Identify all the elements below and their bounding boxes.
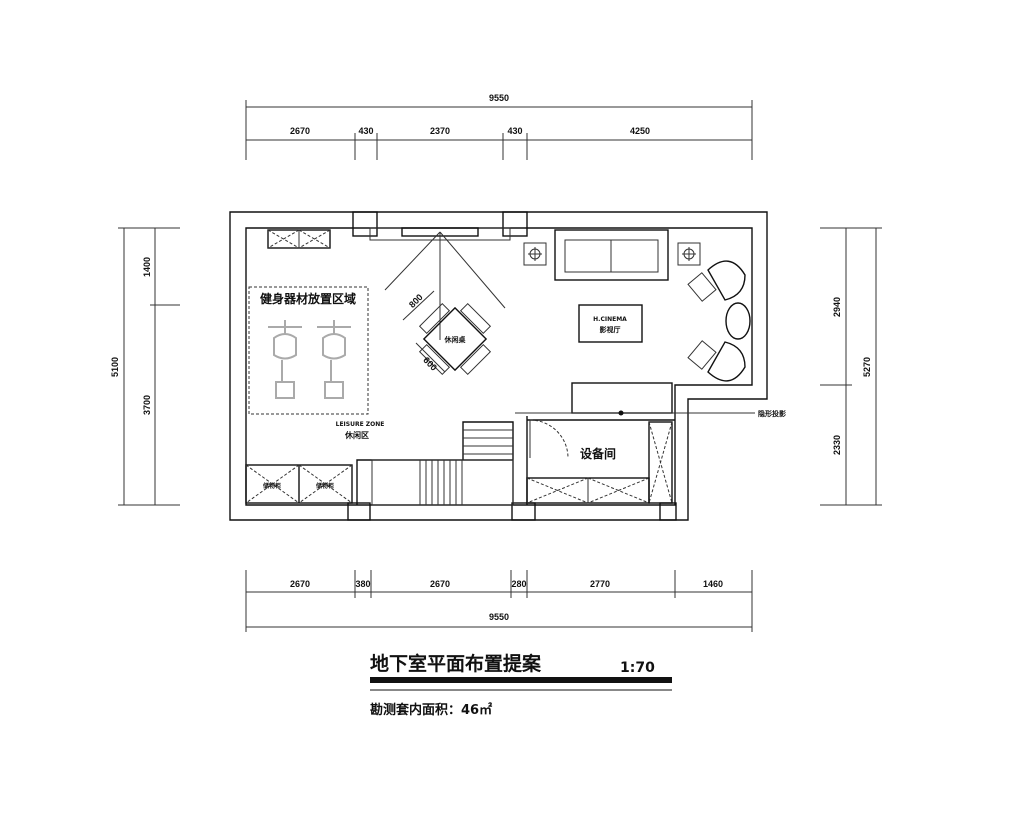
dim-left-1: 1400: [142, 257, 152, 277]
fitness-area-label: 健身器材放置区域: [260, 291, 356, 306]
plan-title: 地下室平面布置提案: [370, 652, 542, 675]
leisure-zone-en-label: LEISURE ZONE: [336, 421, 385, 428]
dim-right-total: 5270: [862, 357, 872, 377]
equipment-room-label: 设备间: [580, 446, 616, 461]
dim-table-1: 800: [407, 292, 425, 310]
cinema-label: 影视厅: [600, 325, 621, 334]
dim-top-1: 2670: [290, 126, 310, 136]
dim-top-total: 9550: [489, 93, 509, 103]
dim-bottom-1: 2670: [290, 579, 310, 589]
staircase: [356, 421, 514, 506]
dim-right-2: 2330: [832, 435, 842, 455]
cinema-label-box: [578, 304, 643, 343]
side-table-lamp-icon: [677, 242, 701, 266]
dim-bottom-2: 380: [355, 579, 370, 589]
cinema-en-label: H.CINEMA: [593, 316, 627, 323]
leisure-zone-label: 休闲区: [344, 430, 369, 440]
projector-screen: [515, 382, 755, 416]
equipment-room: [526, 416, 675, 505]
side-table-lamp-icon: [523, 242, 547, 266]
dim-left-2: 3700: [142, 395, 152, 415]
columns: [347, 211, 677, 521]
cabinet-label: 储物柜: [262, 482, 281, 490]
plan-scale: 1:70: [620, 660, 655, 676]
walls: [229, 211, 768, 521]
projector-screen-label: 隐形投影: [758, 409, 786, 418]
armchairs: [687, 260, 751, 382]
dim-bottom-total: 9550: [489, 612, 509, 622]
cabinet-label: 储物柜: [315, 482, 334, 490]
bottom-storage-cabinet: [245, 464, 353, 504]
dim-table-2: 600: [421, 355, 439, 373]
dim-bottom-4: 280: [511, 579, 526, 589]
fitness-machine-icon: [317, 320, 351, 399]
title-underline-thick: [370, 677, 672, 683]
fitness-area: [248, 286, 369, 415]
plan-area: 勘测套内面积：46㎡: [370, 702, 492, 718]
dim-bottom-3: 2670: [430, 579, 450, 589]
dim-bottom-6: 1460: [703, 579, 723, 589]
dim-top-2: 430: [358, 126, 373, 136]
dining-table-label: 休闲桌: [444, 335, 466, 344]
fitness-machine-icon: [268, 320, 302, 399]
dim-top-4: 430: [507, 126, 522, 136]
dim-left-total: 5100: [110, 357, 120, 377]
dim-bottom-5: 2770: [590, 579, 610, 589]
dimension-lines: [118, 100, 882, 632]
dim-top-5: 4250: [630, 126, 650, 136]
dining-table: [402, 290, 492, 376]
dim-top-3: 2370: [430, 126, 450, 136]
top-storage-cabinet: [267, 229, 331, 249]
sofa: [554, 229, 669, 281]
dim-right-1: 2940: [832, 297, 842, 317]
